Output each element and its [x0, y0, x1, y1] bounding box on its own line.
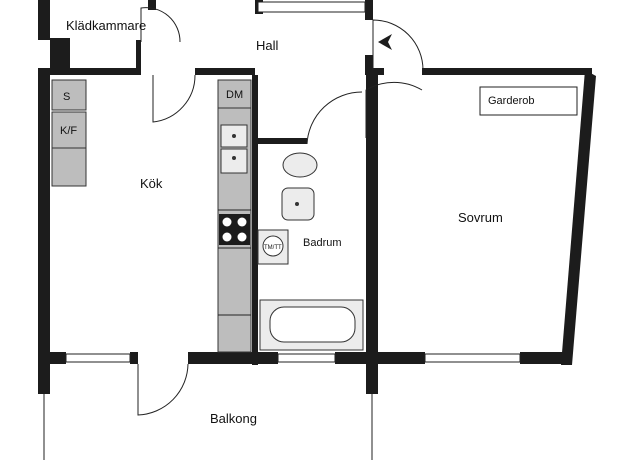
fixture-label-s: S — [63, 91, 70, 103]
room-label-balkong: Balkong — [210, 411, 257, 426]
room-label-sovrum: Sovrum — [458, 210, 503, 225]
fixture-label-tmtt: TM/TT — [264, 245, 282, 251]
garderob-cabinet — [479, 86, 578, 116]
room-label-kladkammare: Klädkammare — [66, 18, 146, 33]
doors — [137, 7, 424, 416]
room-label-kok: Kök — [140, 176, 163, 191]
sink-icon — [220, 124, 248, 174]
stove-icon — [219, 214, 250, 245]
walls — [38, 0, 596, 394]
kitchen-counters — [51, 79, 252, 353]
storage-cabinet — [51, 79, 87, 111]
windows — [65, 1, 521, 363]
fixture-label-kf: K/F — [60, 125, 77, 137]
entrance-arrow-icon — [378, 34, 392, 50]
fixture-label-dm: DM — [226, 89, 243, 101]
washbasin-icon — [281, 187, 315, 221]
bathroom-fixtures — [257, 152, 364, 351]
bathtub-icon — [259, 299, 364, 351]
room-label-hall: Hall — [256, 38, 279, 53]
balcony-railing — [43, 394, 373, 460]
toilet-icon — [282, 152, 318, 178]
washer-dryer — [257, 229, 289, 265]
fridge-freezer — [51, 111, 87, 149]
room-label-garderob: Garderob — [488, 95, 534, 107]
room-label-badrum: Badrum — [303, 237, 342, 249]
